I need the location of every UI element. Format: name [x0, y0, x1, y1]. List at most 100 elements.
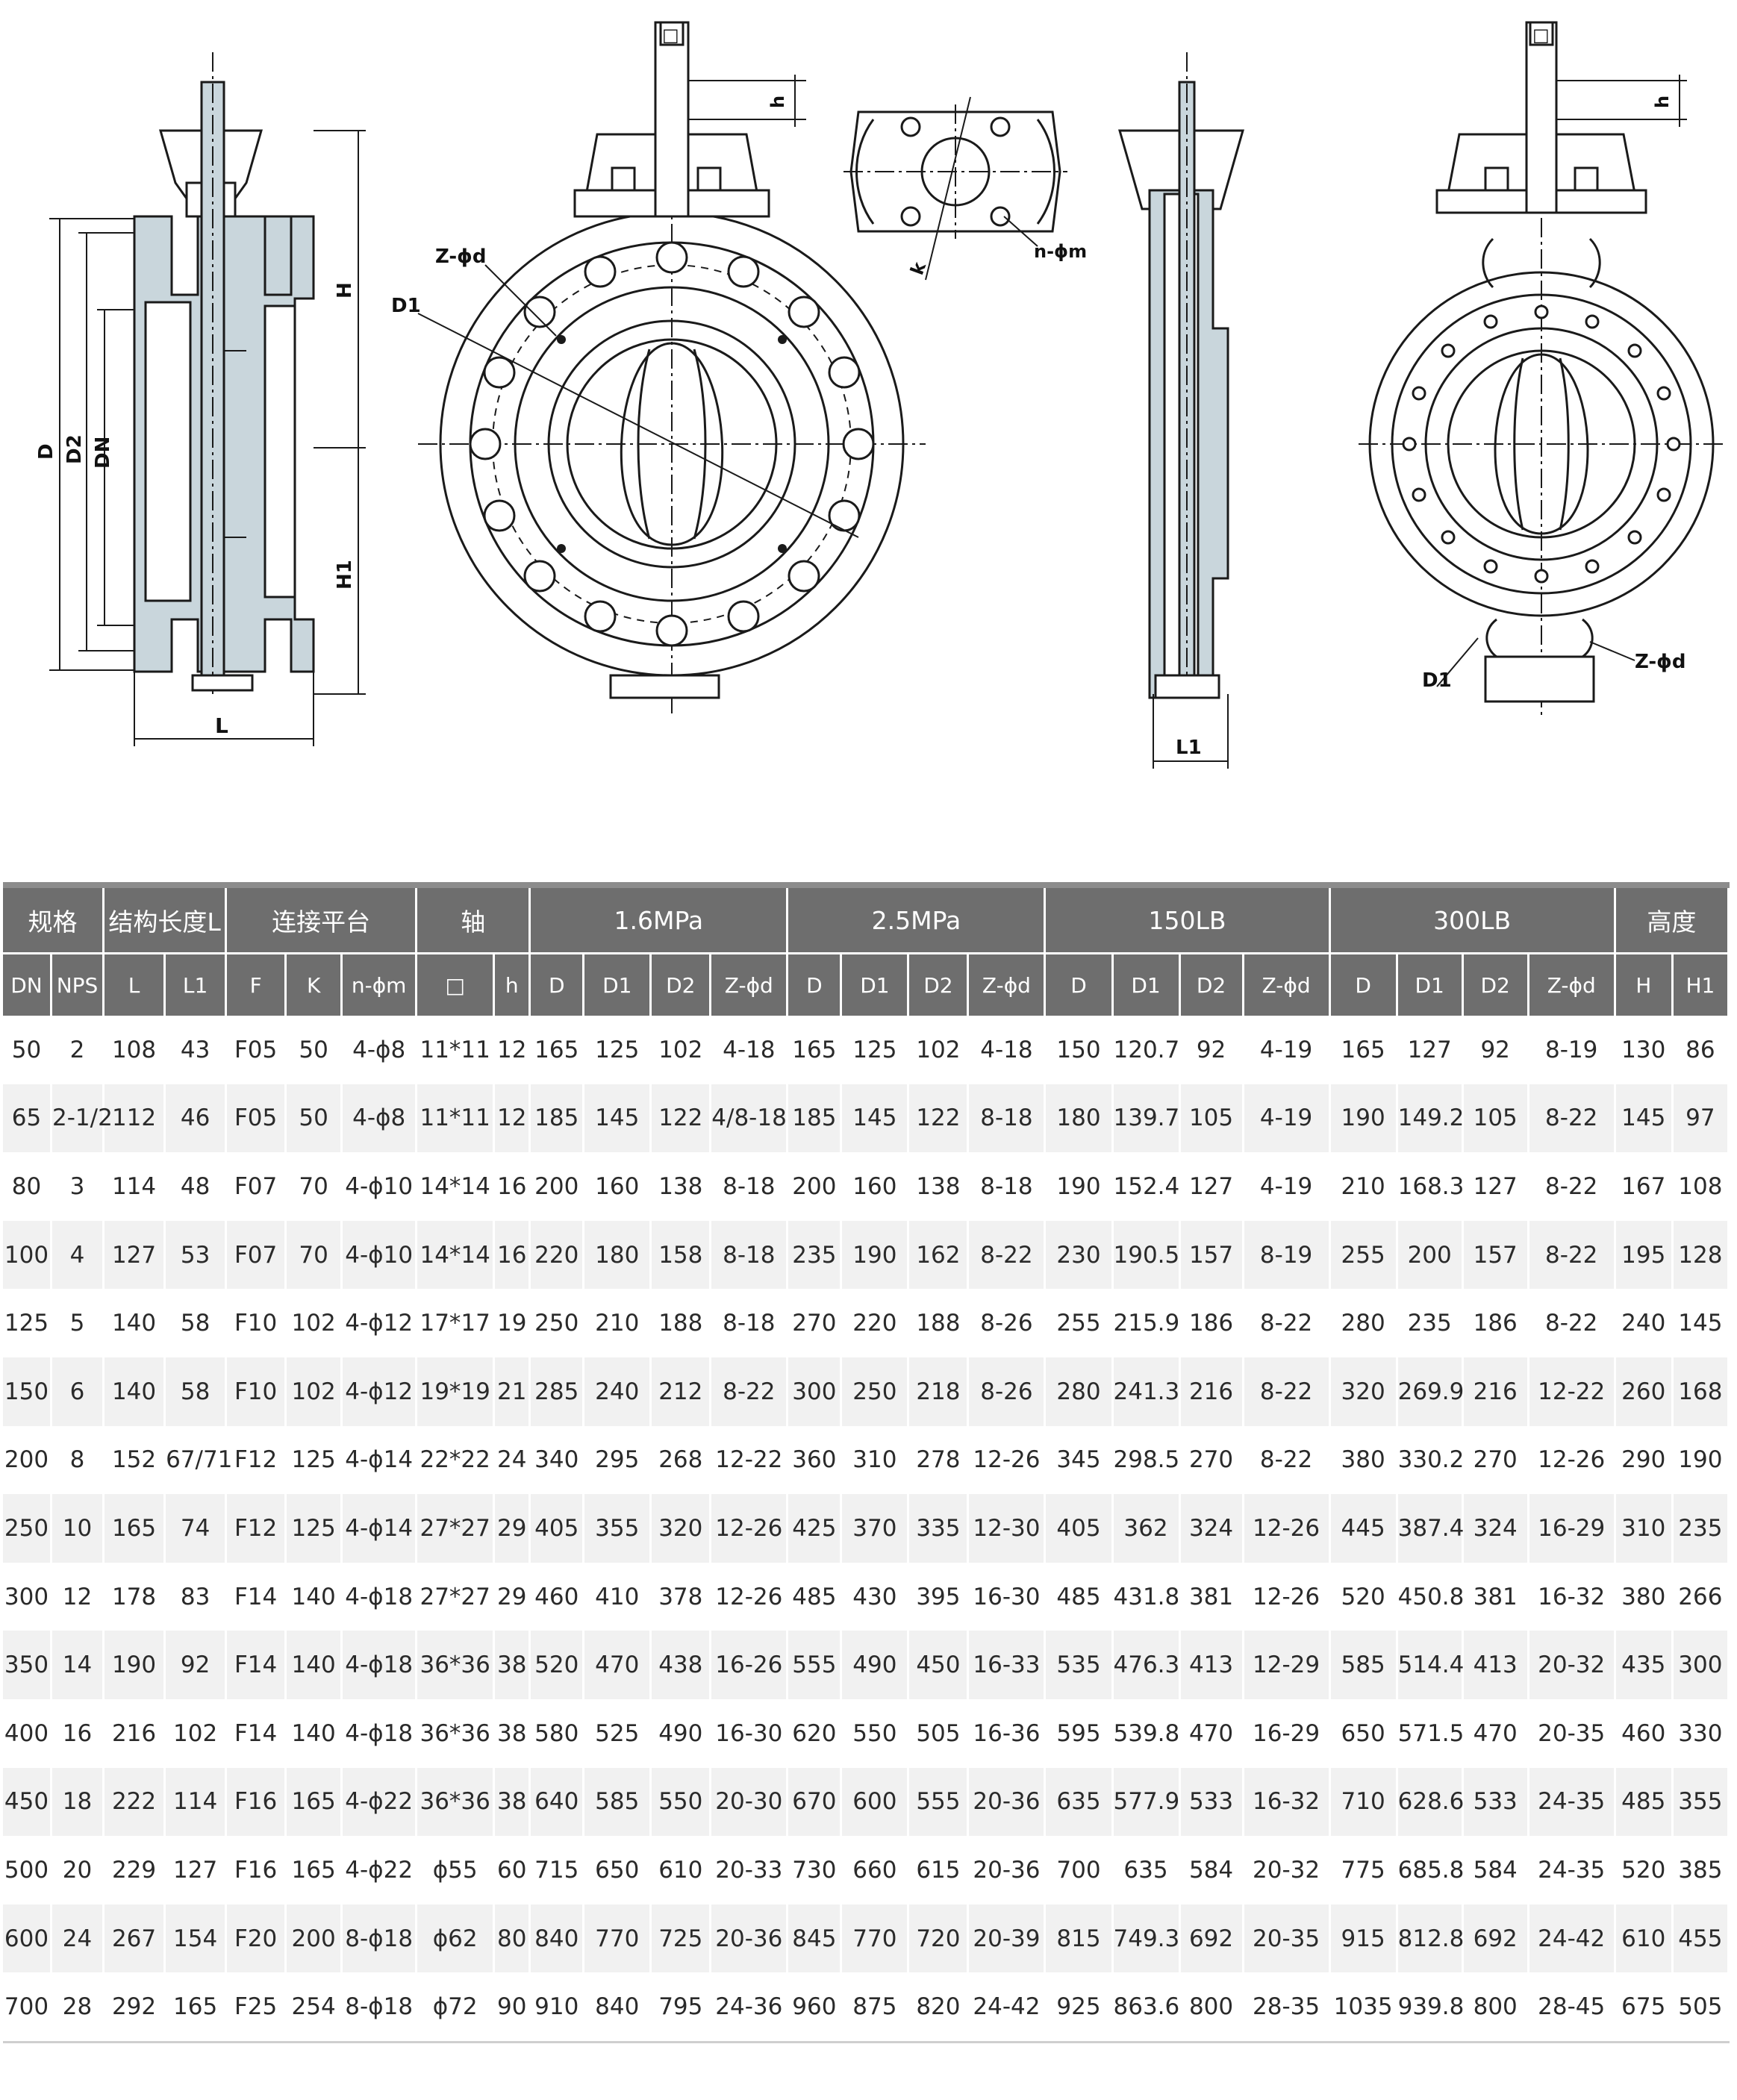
column-header: n-ϕm — [343, 954, 418, 1016]
table-cell: 413 — [1463, 1631, 1529, 1699]
table-cell: 387.4 — [1397, 1494, 1464, 1563]
table-cell: 820 — [909, 1972, 970, 2041]
table-cell: 216 — [105, 1699, 166, 1768]
table-cell: 240 — [584, 1357, 652, 1426]
table-cell: 152 — [105, 1425, 166, 1495]
table-cell: 180 — [1046, 1084, 1114, 1153]
table-cell: 410 — [584, 1562, 652, 1631]
column-header: Z-ϕd — [711, 954, 789, 1016]
table-cell: 362 — [1113, 1494, 1181, 1563]
table-cell: 28 — [52, 1972, 105, 2041]
table-cell: ϕ72 — [417, 1972, 496, 2041]
table-cell: 8-22 — [711, 1357, 789, 1426]
table-cell: F20 — [227, 1904, 287, 1973]
table-cell: 114 — [105, 1152, 166, 1221]
table-cell: 4-ϕ18 — [343, 1699, 418, 1768]
column-header: L — [105, 954, 166, 1016]
table-cell: 216 — [1463, 1357, 1529, 1426]
table-cell: 138 — [909, 1152, 970, 1221]
table-cell: 188 — [652, 1289, 712, 1357]
table-cell: 24-36 — [711, 1972, 789, 2041]
table-cell: 125 — [842, 1016, 910, 1084]
table-cell: 310 — [1615, 1494, 1674, 1563]
table-cell: F07 — [227, 1220, 287, 1290]
table-cell: 190 — [842, 1220, 910, 1290]
table-cell: 235 — [788, 1220, 843, 1290]
table-cell: 413 — [1180, 1631, 1244, 1699]
table-cell: 266 — [1673, 1562, 1730, 1631]
table-cell: 50 — [287, 1016, 343, 1084]
table-cell: 4-18 — [969, 1016, 1047, 1084]
table-cell: 8-ϕ18 — [343, 1904, 418, 1973]
table-cell: 12-26 — [711, 1494, 789, 1563]
table-cell: F05 — [227, 1016, 287, 1084]
table-cell: 165 — [105, 1494, 166, 1563]
table-cell: 915 — [1330, 1904, 1398, 1973]
table-cell: 16-32 — [1529, 1562, 1616, 1631]
table-cell: 14 — [52, 1631, 105, 1699]
table-cell: 292 — [105, 1972, 166, 2041]
table-cell: 8-ϕ18 — [343, 1972, 418, 2041]
table-cell: 108 — [105, 1016, 166, 1084]
wafer-z-phi-d-label: Z-ϕd — [1635, 651, 1686, 673]
group-platform: 连接平台 — [227, 888, 418, 954]
table-cell: 525 — [584, 1699, 652, 1768]
spec-table: 规格 结构长度L 连接平台 轴 1.6MPa 2.5MPa 150LB 300L… — [3, 888, 1730, 2041]
table-cell: 298.5 — [1113, 1425, 1181, 1495]
column-header: D1 — [842, 954, 910, 1016]
table-cell: 36*36 — [417, 1699, 496, 1768]
table-cell: 330.2 — [1397, 1425, 1464, 1495]
table-cell: F16 — [227, 1767, 287, 1837]
table-cell: 28-35 — [1244, 1972, 1331, 2041]
table-cell: 450.8 — [1397, 1562, 1464, 1631]
table-cell: 280 — [1046, 1357, 1114, 1426]
table-cell: 355 — [1673, 1767, 1730, 1837]
table-cell: 16-29 — [1529, 1494, 1616, 1563]
table-cell: 18 — [52, 1767, 105, 1837]
table-cell: 145 — [1615, 1084, 1674, 1153]
table-cell: 1035 — [1330, 1972, 1398, 2041]
table-cell: 380 — [1615, 1562, 1674, 1631]
table-cell: 300 — [3, 1562, 53, 1631]
column-header: Z-ϕd — [1529, 954, 1616, 1016]
table-cell: 250 — [531, 1289, 585, 1357]
table-cell: 120.7 — [1113, 1016, 1181, 1084]
table-cell: 165 — [531, 1016, 585, 1084]
table-cell: 16-29 — [1244, 1699, 1331, 1768]
table-cell: 438 — [652, 1631, 712, 1699]
table-cell: 102 — [166, 1699, 228, 1768]
table-cell: 140 — [287, 1699, 343, 1768]
table-cell: 539.8 — [1113, 1699, 1181, 1768]
table-cell: 4-19 — [1244, 1152, 1331, 1221]
table-cell: 200 — [287, 1904, 343, 1973]
table-cell: 470 — [1463, 1699, 1529, 1768]
table-cell: 720 — [909, 1904, 970, 1973]
table-cell: 14*14 — [417, 1220, 496, 1290]
column-header: D — [788, 954, 843, 1016]
column-header: H1 — [1673, 954, 1730, 1016]
table-cell: 8-22 — [1529, 1220, 1616, 1290]
column-header: DN — [3, 954, 53, 1016]
table-cell: 710 — [1330, 1767, 1398, 1837]
table-cell: 186 — [1463, 1289, 1529, 1357]
table-cell: 600 — [3, 1904, 53, 1973]
table-cell: 102 — [909, 1016, 970, 1084]
table-cell: 4-ϕ8 — [343, 1084, 418, 1153]
table-cell: 910 — [531, 1972, 585, 2041]
dim-l-label: L — [215, 713, 228, 738]
table-cell: 285 — [531, 1357, 585, 1426]
table-cell: 102 — [287, 1357, 343, 1426]
table-cell: 190 — [105, 1631, 166, 1699]
table-cell: 29 — [495, 1494, 531, 1563]
table-cell: 200 — [3, 1425, 53, 1495]
table-cell: 24 — [495, 1425, 531, 1495]
table-cell: 400 — [3, 1699, 53, 1768]
table-cell: 650 — [584, 1836, 652, 1904]
table-cell: 20 — [52, 1836, 105, 1904]
table-cell: 485 — [1615, 1767, 1674, 1837]
table-cell: 92 — [1463, 1016, 1529, 1084]
table-cell: 145 — [1673, 1289, 1730, 1357]
